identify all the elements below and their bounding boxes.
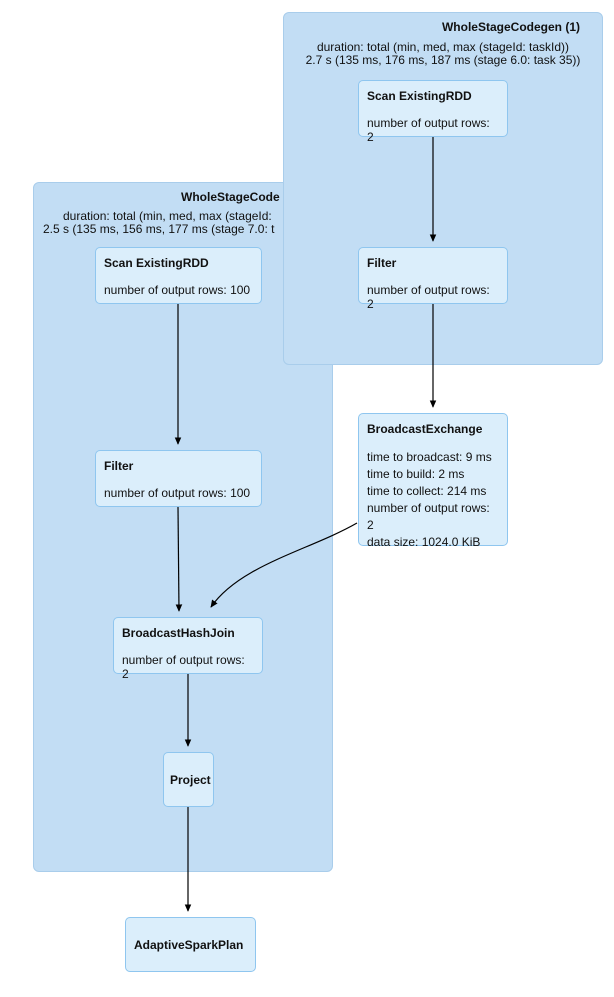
node-filter-2: Filter number of output rows: 100 [95,450,262,507]
node-title: Filter [104,459,134,473]
node-scan-existingrdd-1: Scan ExistingRDD number of output rows: … [358,80,508,144]
node-adaptive-spark-plan: AdaptiveSparkPlan [125,917,256,972]
node-title: BroadcastHashJoin [122,626,235,640]
node-broadcast-hash-join: BroadcastHashJoin number of output rows:… [113,617,263,681]
node-metric: number of output rows: 2 [367,501,490,532]
node-metric: number of output rows: 2 [122,653,245,681]
node-title: Scan ExistingRDD [367,89,472,103]
cluster-wholestagecodegen-1: WholeStageCodegen (1) duration: total (m… [283,12,603,365]
node-broadcast-exchange: BroadcastExchange time to broadcast: 9 m… [358,413,508,549]
cluster-duration-value: 2.5 s (135 ms, 156 ms, 177 ms (stage 7.0… [43,222,275,236]
node-metric: time to broadcast: 9 ms [367,450,492,464]
cluster-duration-label: duration: total (min, med, max (stageId: [63,209,272,223]
node-metric: number of output rows: 100 [104,486,251,500]
node-metric: number of output rows: 100 [104,283,251,297]
node-filter-1: Filter number of output rows: 2 [358,247,508,311]
node-metric: number of output rows: 2 [367,283,490,311]
cluster-duration-value: 2.7 s (135 ms, 176 ms, 187 ms (stage 6.0… [305,53,581,67]
cluster-duration-label: duration: total (min, med, max (stageId:… [316,40,570,54]
cluster-title: WholeStageCode [181,190,280,204]
node-metric: time to build: 2 ms [367,467,465,481]
node-title: BroadcastExchange [367,422,483,436]
cluster-title: WholeStageCodegen (1) [441,20,580,34]
node-title: Filter [367,256,397,270]
node-metric: time to collect: 214 ms [367,484,487,498]
node-title: AdaptiveSparkPlan [134,937,244,952]
node-title: Project [170,772,211,787]
cluster-duration: duration: total (min, med, max (stageId:… [284,41,602,67]
node-scan-existingrdd-2: Scan ExistingRDD number of output rows: … [95,247,262,304]
node-title: Scan ExistingRDD [104,256,209,270]
node-project: Project [163,752,214,807]
node-metric: number of output rows: 2 [367,116,490,144]
node-metric: data size: 1024.0 KiB [367,535,481,549]
